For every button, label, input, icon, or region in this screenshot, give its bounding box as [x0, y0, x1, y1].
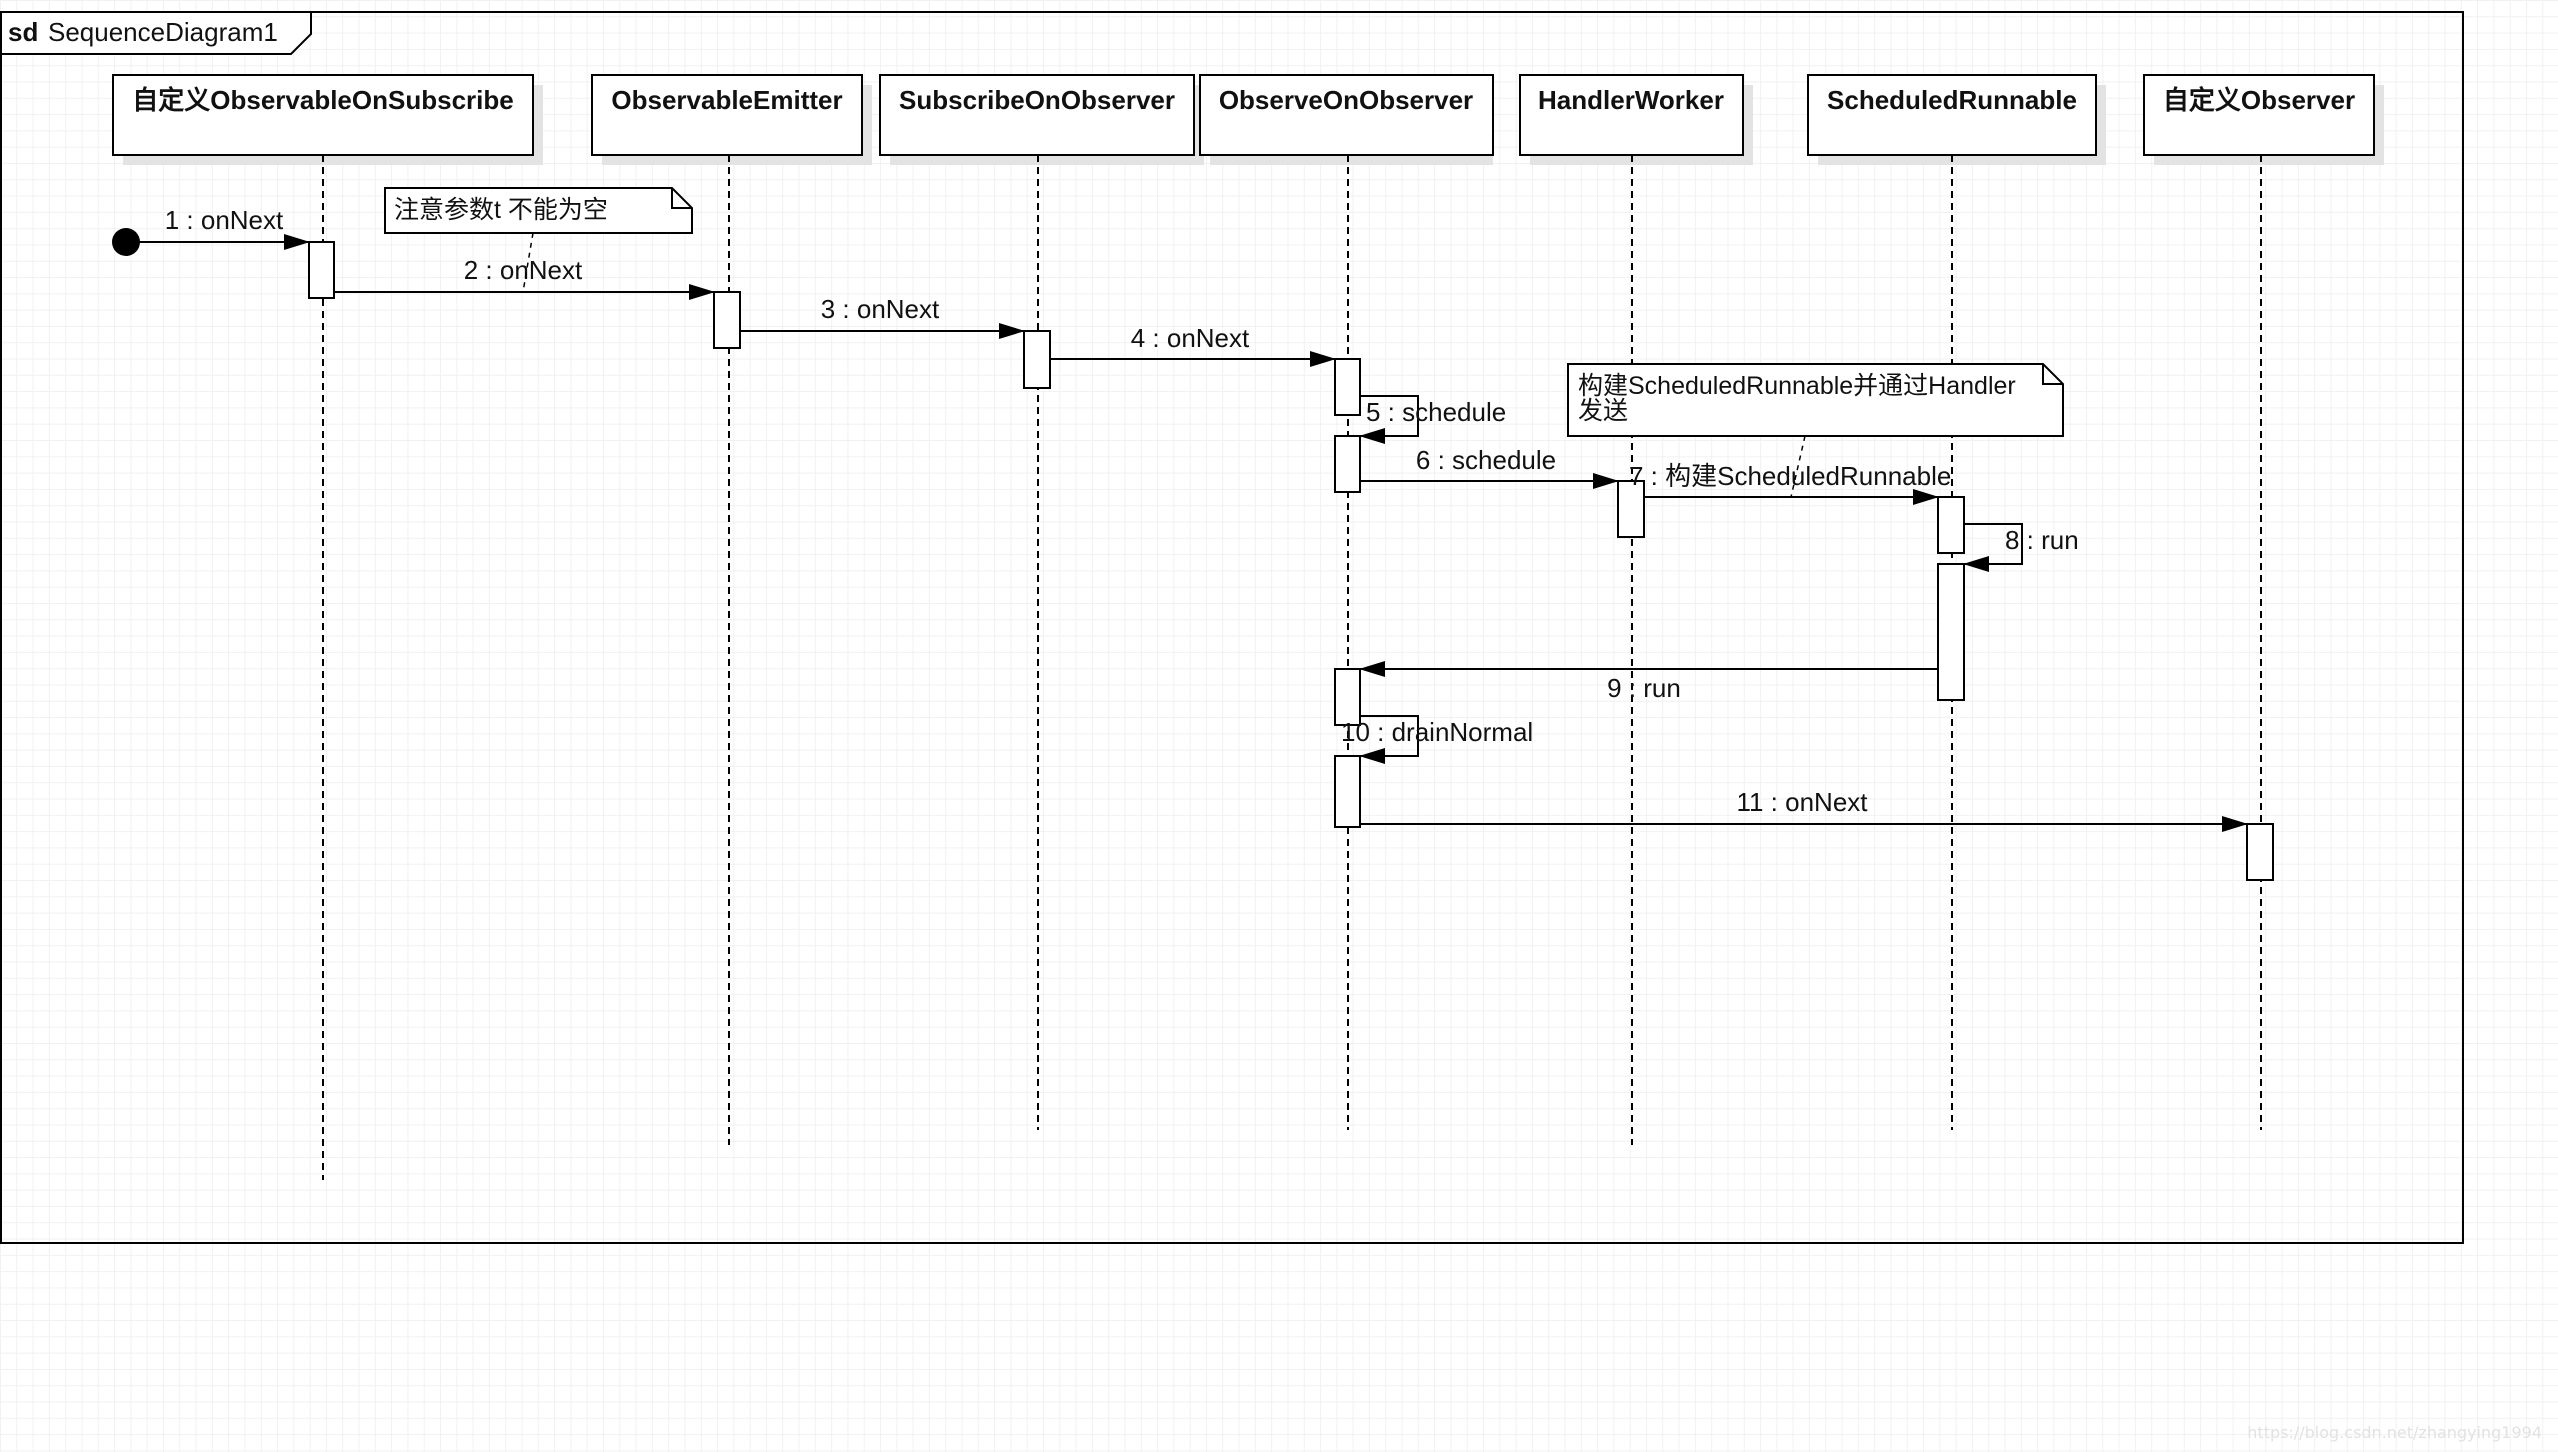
message-9-run[interactable]: 9 : run [1359, 661, 1938, 703]
message-label: 1 : onNext [165, 205, 284, 235]
message-label: 8 : run [2005, 525, 2079, 555]
message-7-build-scheduled-runnable[interactable]: 7 : 构建ScheduledRunnable [1629, 461, 1951, 505]
frame-title-tab [0, 11, 312, 55]
lifeline-label: SubscribeOnObserver [899, 85, 1175, 115]
lifeline-custom-observable-on-subscribe[interactable]: 自定义ObservableOnSubscribe [112, 74, 543, 1180]
lifeline-box[interactable] [1199, 74, 1494, 156]
note-fold [671, 188, 692, 209]
message-1-onnext[interactable]: 1 : onNext [126, 205, 310, 250]
lifeline-box[interactable] [112, 74, 534, 156]
lifeline-observable-emitter[interactable]: ObservableEmitter [591, 74, 872, 1145]
lifeline-custom-observer[interactable]: 自定义Observer [2143, 74, 2384, 1130]
lifeline-label: HandlerWorker [1538, 85, 1724, 115]
lifeline-label: ObservableEmitter [611, 85, 842, 115]
message-2-onnext[interactable]: 2 : onNext [334, 255, 715, 300]
note-fold [2042, 364, 2063, 385]
message-10-drain-normal[interactable]: 10 : drainNormal [1341, 715, 1533, 764]
note-box[interactable] [1567, 363, 2064, 437]
notes: 注意参数t 不能为空 构建ScheduledRunnable并通过Handler… [384, 187, 2064, 498]
message-4-onnext[interactable]: 4 : onNext [1050, 323, 1336, 367]
note-text-line: 构建ScheduledRunnable并通过Handler [1578, 372, 2016, 400]
note-text-line: 发送 [1578, 397, 1628, 425]
diagram-frame [0, 11, 2464, 1244]
note-param-not-null[interactable]: 注意参数t 不能为空 [384, 187, 693, 293]
messages: 1 : onNext 2 : onNext 3 : onNext 4 : onN… [126, 205, 2248, 832]
activation-bar [713, 291, 741, 349]
message-label: 5 : schedule [1366, 397, 1506, 427]
frame-keyword: sd [8, 17, 38, 47]
message-label: 7 : 构建ScheduledRunnable [1629, 461, 1951, 491]
message-label: 11 : onNext [1736, 787, 1868, 817]
lifeline-box[interactable] [879, 74, 1195, 156]
lifeline-label: ScheduledRunnable [1827, 85, 2077, 115]
activation-bar [1334, 668, 1361, 726]
lifeline-scheduled-runnable[interactable]: ScheduledRunnable [1807, 74, 2106, 1130]
message-label: 9 : run [1607, 673, 1681, 703]
note-anchor-line [1790, 435, 1806, 498]
message-arrow [1359, 395, 1419, 444]
lifeline-observe-on-observer[interactable]: ObserveOnObserver [1199, 74, 1494, 1130]
activation-bar [308, 241, 335, 299]
lifeline-box[interactable] [1519, 74, 1744, 156]
frame-title: SequenceDiagram1 [48, 17, 278, 47]
lifeline-label: 自定义ObservableOnSubscribe [132, 85, 513, 115]
activation-bar [2246, 823, 2274, 881]
lifeline-label: ObserveOnObserver [1219, 85, 1473, 115]
message-arrow [1359, 715, 1419, 764]
lifeline-box[interactable] [2143, 74, 2375, 156]
note-text: 注意参数t 不能为空 [394, 196, 608, 224]
message-3-onnext[interactable]: 3 : onNext [740, 294, 1025, 339]
activation-bars [308, 241, 2274, 881]
message-5-schedule[interactable]: 5 : schedule [1359, 395, 1506, 444]
message-arrow [1963, 523, 2023, 572]
lifeline-label: 自定义Observer [2163, 85, 2355, 115]
message-label: 3 : onNext [821, 294, 940, 324]
activation-bar [1937, 496, 1965, 554]
activation-bar [1617, 480, 1645, 538]
message-label: 6 : schedule [1416, 445, 1556, 475]
note-build-and-send[interactable]: 构建ScheduledRunnable并通过Handler 发送 [1567, 363, 2064, 498]
note-box[interactable] [384, 187, 693, 234]
lifeline-box[interactable] [591, 74, 863, 156]
activation-bar [1334, 358, 1361, 416]
message-8-run[interactable]: 8 : run [1963, 523, 2079, 572]
message-label: 4 : onNext [1131, 323, 1250, 353]
watermark: https://blog.csdn.net/zhangying1994 [2247, 1423, 2542, 1442]
message-6-schedule[interactable]: 6 : schedule [1360, 445, 1619, 489]
message-label: 2 : onNext [464, 255, 583, 285]
message-label: 10 : drainNormal [1341, 717, 1533, 747]
activation-bar [1023, 330, 1051, 389]
lifeline-box[interactable] [1807, 74, 2097, 156]
message-11-onnext[interactable]: 11 : onNext [1360, 787, 2248, 832]
lifeline-handler-worker[interactable]: HandlerWorker [1519, 74, 1753, 1145]
lifeline-subscribe-on-observer[interactable]: SubscribeOnObserver [879, 74, 1204, 1130]
activation-bar [1334, 435, 1361, 493]
activation-bar [1334, 755, 1361, 828]
activation-bar [1937, 563, 1965, 701]
lifelines: 自定义ObservableOnSubscribe ObservableEmitt… [112, 74, 2384, 1180]
